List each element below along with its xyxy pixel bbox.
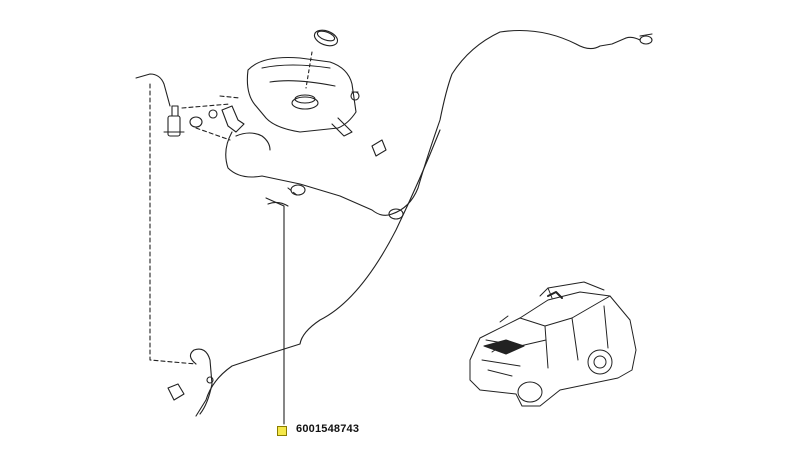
pump-outlet-hose <box>225 131 393 216</box>
rear-washer-nozzle <box>625 33 653 45</box>
part-marker <box>277 426 287 436</box>
rear-washer-hose <box>391 29 627 215</box>
pump-feed-hose <box>135 73 171 107</box>
clip-2 <box>371 139 387 157</box>
leader-lines <box>149 83 299 365</box>
part-number-label[interactable]: 6001548743 <box>296 423 360 435</box>
clip-1 <box>350 91 360 101</box>
hose-loop <box>235 132 271 151</box>
lower-hose-loop <box>189 348 213 415</box>
washer-reservoir <box>246 56 357 137</box>
front-washer-hose <box>195 129 441 417</box>
lower-connector <box>167 376 214 401</box>
washer-jet <box>265 184 306 425</box>
washer-pump <box>163 105 218 137</box>
hose-bracket <box>221 105 245 133</box>
vehicle-hood-highlight <box>483 291 563 355</box>
filler-cap <box>305 29 339 89</box>
